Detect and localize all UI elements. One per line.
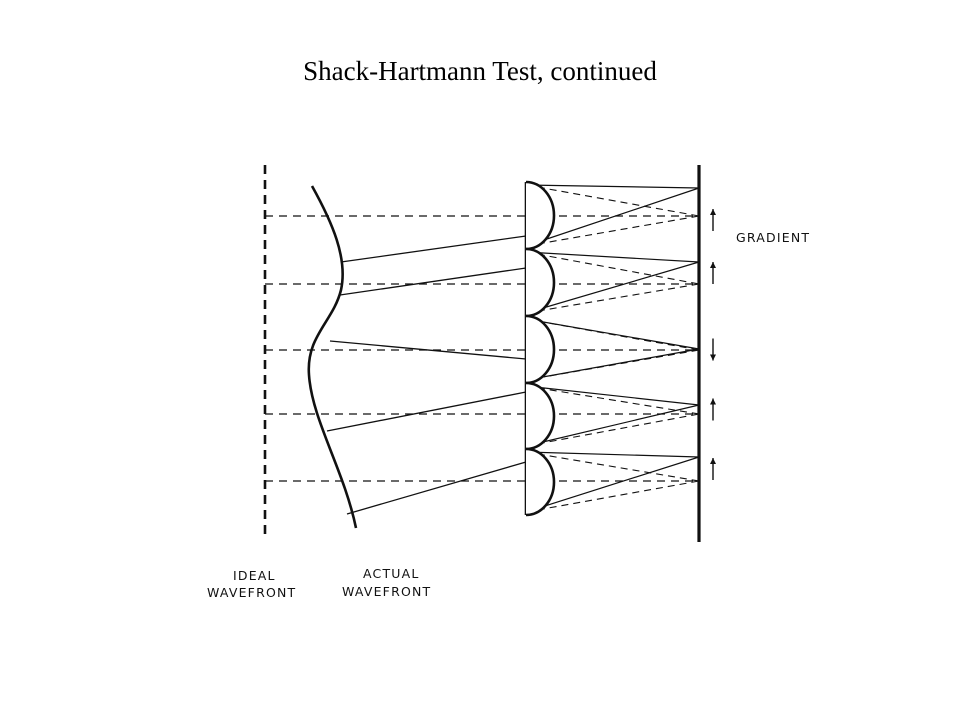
lenslet xyxy=(525,381,556,451)
aberrated-ray xyxy=(340,235,527,263)
focus-ray xyxy=(525,187,700,247)
reference-focus-ray xyxy=(525,215,700,247)
focus-ray xyxy=(525,251,700,263)
focus-ray xyxy=(525,451,700,458)
reference-focus-ray xyxy=(525,251,700,285)
gradient-arrow-head xyxy=(710,354,716,361)
ray-lines xyxy=(265,184,700,515)
focus-ray xyxy=(525,261,700,314)
aberrated-ray xyxy=(329,340,527,360)
aberrated-ray xyxy=(339,267,527,296)
reference-focus-ray xyxy=(525,413,700,447)
reference-focus-ray xyxy=(525,349,700,381)
ideal-label-line2: WAVEFRONT xyxy=(207,585,296,600)
gradient-arrow-head xyxy=(710,262,716,268)
reference-focus-ray xyxy=(525,480,700,513)
lenslet xyxy=(525,247,556,318)
aberrated-ray xyxy=(346,461,527,515)
lenslet-array xyxy=(524,180,556,517)
reference-focus-ray xyxy=(525,385,700,415)
lenslet xyxy=(525,180,556,251)
reference-focus-ray xyxy=(525,451,700,482)
ideal-label-line1: IDEAL xyxy=(233,568,276,583)
reference-focus-ray xyxy=(525,184,700,217)
slide-title: Shack-Hartmann Test, continued xyxy=(303,56,657,86)
focus-ray xyxy=(525,404,700,447)
focus-ray xyxy=(525,385,700,406)
actual-wavefront-curve xyxy=(307,185,358,529)
lenslet xyxy=(525,447,556,517)
focus-ray xyxy=(525,184,700,189)
actual-label-line2: WAVEFRONT xyxy=(342,584,431,599)
lenslet xyxy=(525,314,556,385)
reference-focus-ray xyxy=(525,318,700,351)
gradient-arrow-head xyxy=(710,398,716,405)
gradient-arrows xyxy=(710,209,716,480)
gradient-label: GRADIENT xyxy=(736,230,810,245)
focus-ray xyxy=(525,456,700,513)
aberrated-ray xyxy=(326,391,527,432)
gradient-arrow-head xyxy=(710,458,716,464)
actual-label-line1: ACTUAL xyxy=(363,566,420,581)
gradient-arrow-head xyxy=(710,209,716,215)
reference-focus-ray xyxy=(525,283,700,314)
